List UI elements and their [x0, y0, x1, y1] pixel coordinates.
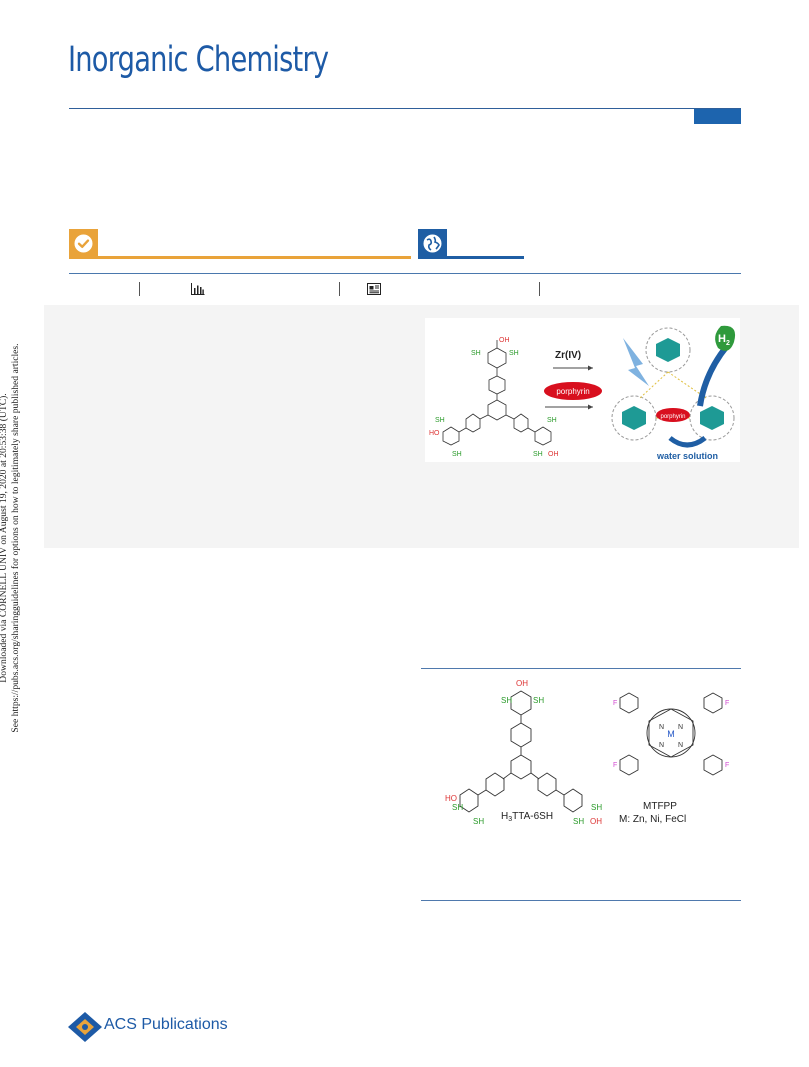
- porphyrin-label: porphyrin: [556, 387, 589, 396]
- nitrogen-label: N: [678, 724, 683, 731]
- inner-porphyrin-label: porphyrin: [660, 414, 685, 420]
- journal-title: Inorganic Chemistry: [68, 40, 329, 80]
- read-online-badge[interactable]: [418, 229, 524, 259]
- ligand-acid-label: OH: [548, 451, 559, 458]
- toc-graphic-drawing: OH SH SH HO SH SH SH SH OH Zr(IV) porphy…: [429, 325, 736, 461]
- header-tab: [694, 109, 741, 124]
- article-icon[interactable]: [367, 283, 381, 295]
- h2-bubble-icon: [715, 325, 736, 351]
- thiol-label: SH: [501, 696, 512, 705]
- download-note-line: See https://pubs.acs.org/sharingguidelin…: [10, 343, 21, 733]
- toc-graphic[interactable]: OH SH SH HO SH SH SH SH OH Zr(IV) porphy…: [425, 318, 740, 462]
- metrics-divider: [339, 282, 340, 296]
- scheme-figure[interactable]: OH SH SH SH HO SH SH SH OH H3TTA-6SH M N…: [421, 668, 741, 901]
- mtfpp-structure: [619, 692, 723, 776]
- bar-chart-icon[interactable]: [191, 283, 205, 295]
- thiol-label: SH: [533, 696, 544, 705]
- arrow-head-icon: [588, 404, 593, 410]
- fluorine-label: F: [613, 700, 617, 707]
- arrow-head-icon: [588, 365, 593, 371]
- thiol-label: SH: [573, 817, 584, 826]
- badge-underline: [69, 256, 411, 259]
- lightning-icon: [623, 338, 649, 386]
- nitrogen-label: N: [678, 742, 683, 749]
- ligand-thiol-label: SH: [547, 417, 557, 424]
- water-solution-label: water solution: [656, 451, 718, 461]
- zr-label: Zr(IV): [555, 350, 581, 361]
- ligand-name: H3TTA-6SH: [501, 811, 553, 823]
- ligand-thiol-label: SH: [509, 350, 519, 357]
- fluorine-label: F: [725, 762, 729, 769]
- cite-this-badge[interactable]: [69, 229, 411, 259]
- metrics-divider: [139, 282, 140, 296]
- thiol-label: SH: [591, 803, 602, 812]
- thiol-label: SH: [473, 817, 484, 826]
- download-note-line: Downloaded via CORNELL UNIV on August 19…: [0, 393, 9, 683]
- ligand-acid-label: OH: [499, 337, 510, 344]
- fluorine-label: F: [725, 700, 729, 707]
- h2-label: H2: [718, 333, 730, 347]
- badge-underline: [418, 256, 524, 259]
- acid-label: OH: [516, 679, 528, 688]
- porphyrin-name: MTFPP: [643, 801, 677, 812]
- publisher-name: ACS Publications: [104, 1016, 228, 1033]
- ligand-thiol-label: SH: [452, 451, 462, 458]
- ligand-thiol-label: SH: [533, 451, 543, 458]
- nitrogen-label: N: [659, 724, 664, 731]
- globe-icon: [418, 229, 447, 258]
- product-arrow: [697, 344, 730, 407]
- article-metrics-bar: [69, 273, 741, 307]
- ligand-thiol-label: SH: [471, 350, 481, 357]
- acid-label: OH: [590, 817, 602, 826]
- nitrogen-label: N: [659, 742, 664, 749]
- scheme-drawing: OH SH SH SH HO SH SH SH OH H3TTA-6SH M N…: [445, 679, 729, 826]
- ligand-thiol-label: SH: [435, 417, 445, 424]
- porphyrin-oval: [656, 408, 690, 422]
- medium-arrow: [668, 435, 707, 448]
- metrics-divider: [539, 282, 540, 296]
- fluorine-label: F: [613, 762, 617, 769]
- acid-label: HO: [445, 794, 457, 803]
- h3tta-6sh-structure: [459, 690, 583, 813]
- check-icon: [69, 229, 98, 258]
- metal-list: M: Zn, Ni, FeCl: [619, 814, 686, 825]
- ligand-structure: [442, 340, 552, 446]
- download-note: Downloaded via CORNELL UNIV on August 19…: [0, 322, 21, 750]
- ligand-acid-label: HO: [429, 430, 440, 437]
- header-rule: [69, 108, 741, 109]
- acs-logo-icon: [68, 1012, 102, 1042]
- thiol-label: SH: [452, 803, 463, 812]
- acs-publications-logo[interactable]: ACS Publications: [68, 1012, 228, 1042]
- mof-framework: [611, 327, 735, 441]
- metal-center-label: M: [667, 729, 675, 739]
- porphyrin-oval: [544, 382, 602, 400]
